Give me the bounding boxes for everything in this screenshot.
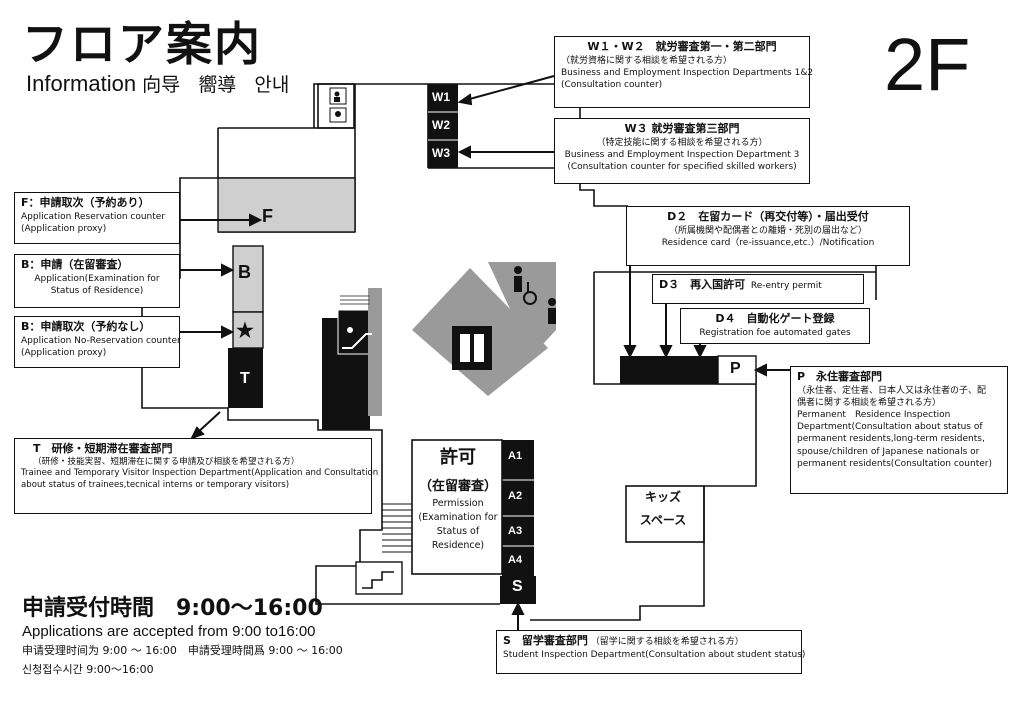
a3-label: A3 <box>508 525 523 537</box>
w-counters <box>428 84 458 168</box>
info-zh-tw: 嚮導 <box>198 74 237 96</box>
restroom-icon <box>514 266 556 324</box>
info-en: Information <box>26 71 137 96</box>
f-counter-area <box>217 177 356 233</box>
floor-number: 2F <box>884 23 971 106</box>
a-counters <box>502 440 534 576</box>
information-subtitle: Information 向导 嚮導 안내 <box>26 70 289 97</box>
escalator-icon <box>342 327 372 349</box>
b-no-reservation-box: B：申請取次（予約なし） Application No-Reservation … <box>14 316 181 368</box>
w3-label: W3 <box>432 146 450 160</box>
stairs-icon <box>355 561 403 595</box>
hours-jp: 申請受付時間 9:00～16:00 <box>22 596 323 621</box>
t-label: T <box>240 370 250 387</box>
info-zh-cn: 向导 <box>142 74 181 96</box>
w1-label: W1 <box>432 90 450 104</box>
w2-label: W2 <box>432 118 450 132</box>
right-wall-lower <box>530 372 757 621</box>
application-hours: 申請受付時間 9:00～16:00 Applications are accep… <box>22 590 343 677</box>
elevator-icon <box>460 334 484 362</box>
central-hall-right <box>488 262 556 356</box>
p-label: P <box>730 360 741 377</box>
w12-info-box: W１・W２ 就労審査第一・第二部門 （就労資格に関する相談を希望される方） Bu… <box>554 36 813 108</box>
hours-ko: 신청접수시간 9:00～16:00 <box>22 663 154 676</box>
a1-label: A1 <box>508 450 523 462</box>
kids-space: キッズ スペース <box>639 490 687 527</box>
stairs-hatch <box>382 503 412 553</box>
t-info-box: T 研修・短期滞在審査部門 （研修・技能実習、短期滞在に関する申請及び相談を希望… <box>14 438 378 514</box>
hours-en: Applications are accepted from 9:00 to16… <box>22 623 316 640</box>
f-info-box: F：申請取次（予約あり） Application Reservation cou… <box>14 192 180 244</box>
star-label: ★ <box>236 320 254 342</box>
w3-info-box: W３ 就労審査第三部門 （特定技能に関する相談を希望される方） Business… <box>554 118 810 184</box>
b-label: B <box>238 262 251 282</box>
page-title: フロア案内 <box>22 17 262 71</box>
b-application-box: B：申請（在留審査） Application(Examination for S… <box>14 254 180 308</box>
permit-area: 許可 （在留審査） Permission (Examination for St… <box>418 447 498 552</box>
d3-info-box: D３ 再入国許可 Re-entry permit <box>652 274 864 304</box>
s-info-box: S 留学審査部門 （留学に関する相談を希望される方） Student Inspe… <box>496 630 805 674</box>
s-label: S <box>512 578 523 595</box>
p-info-box: P 永住審査部門 （永住者、定住者、日本人又は永住者の子、配 偶者に関する相談を… <box>790 366 1008 494</box>
f-label: F <box>262 206 273 226</box>
a4-label: A4 <box>508 554 523 566</box>
s-counter <box>500 576 536 604</box>
d2-info-box: D２ 在留カード（再交付等）・届出受付 （所属機関や配偶者との離婚・死別の届出な… <box>626 206 910 266</box>
right-wall-mid <box>593 272 620 385</box>
info-ko: 안내 <box>254 74 290 96</box>
wheelchair-icon <box>523 282 537 305</box>
t-counter <box>228 348 263 408</box>
a2-label: A2 <box>508 490 523 502</box>
hours-zh: 申请受理时间为 9:00 ～ 16:00 申請受理時間爲 9:00 ～ 16:0… <box>22 644 343 657</box>
d4-info-box: D４ 自動化ゲート登録 Registration foe automated g… <box>680 308 870 344</box>
